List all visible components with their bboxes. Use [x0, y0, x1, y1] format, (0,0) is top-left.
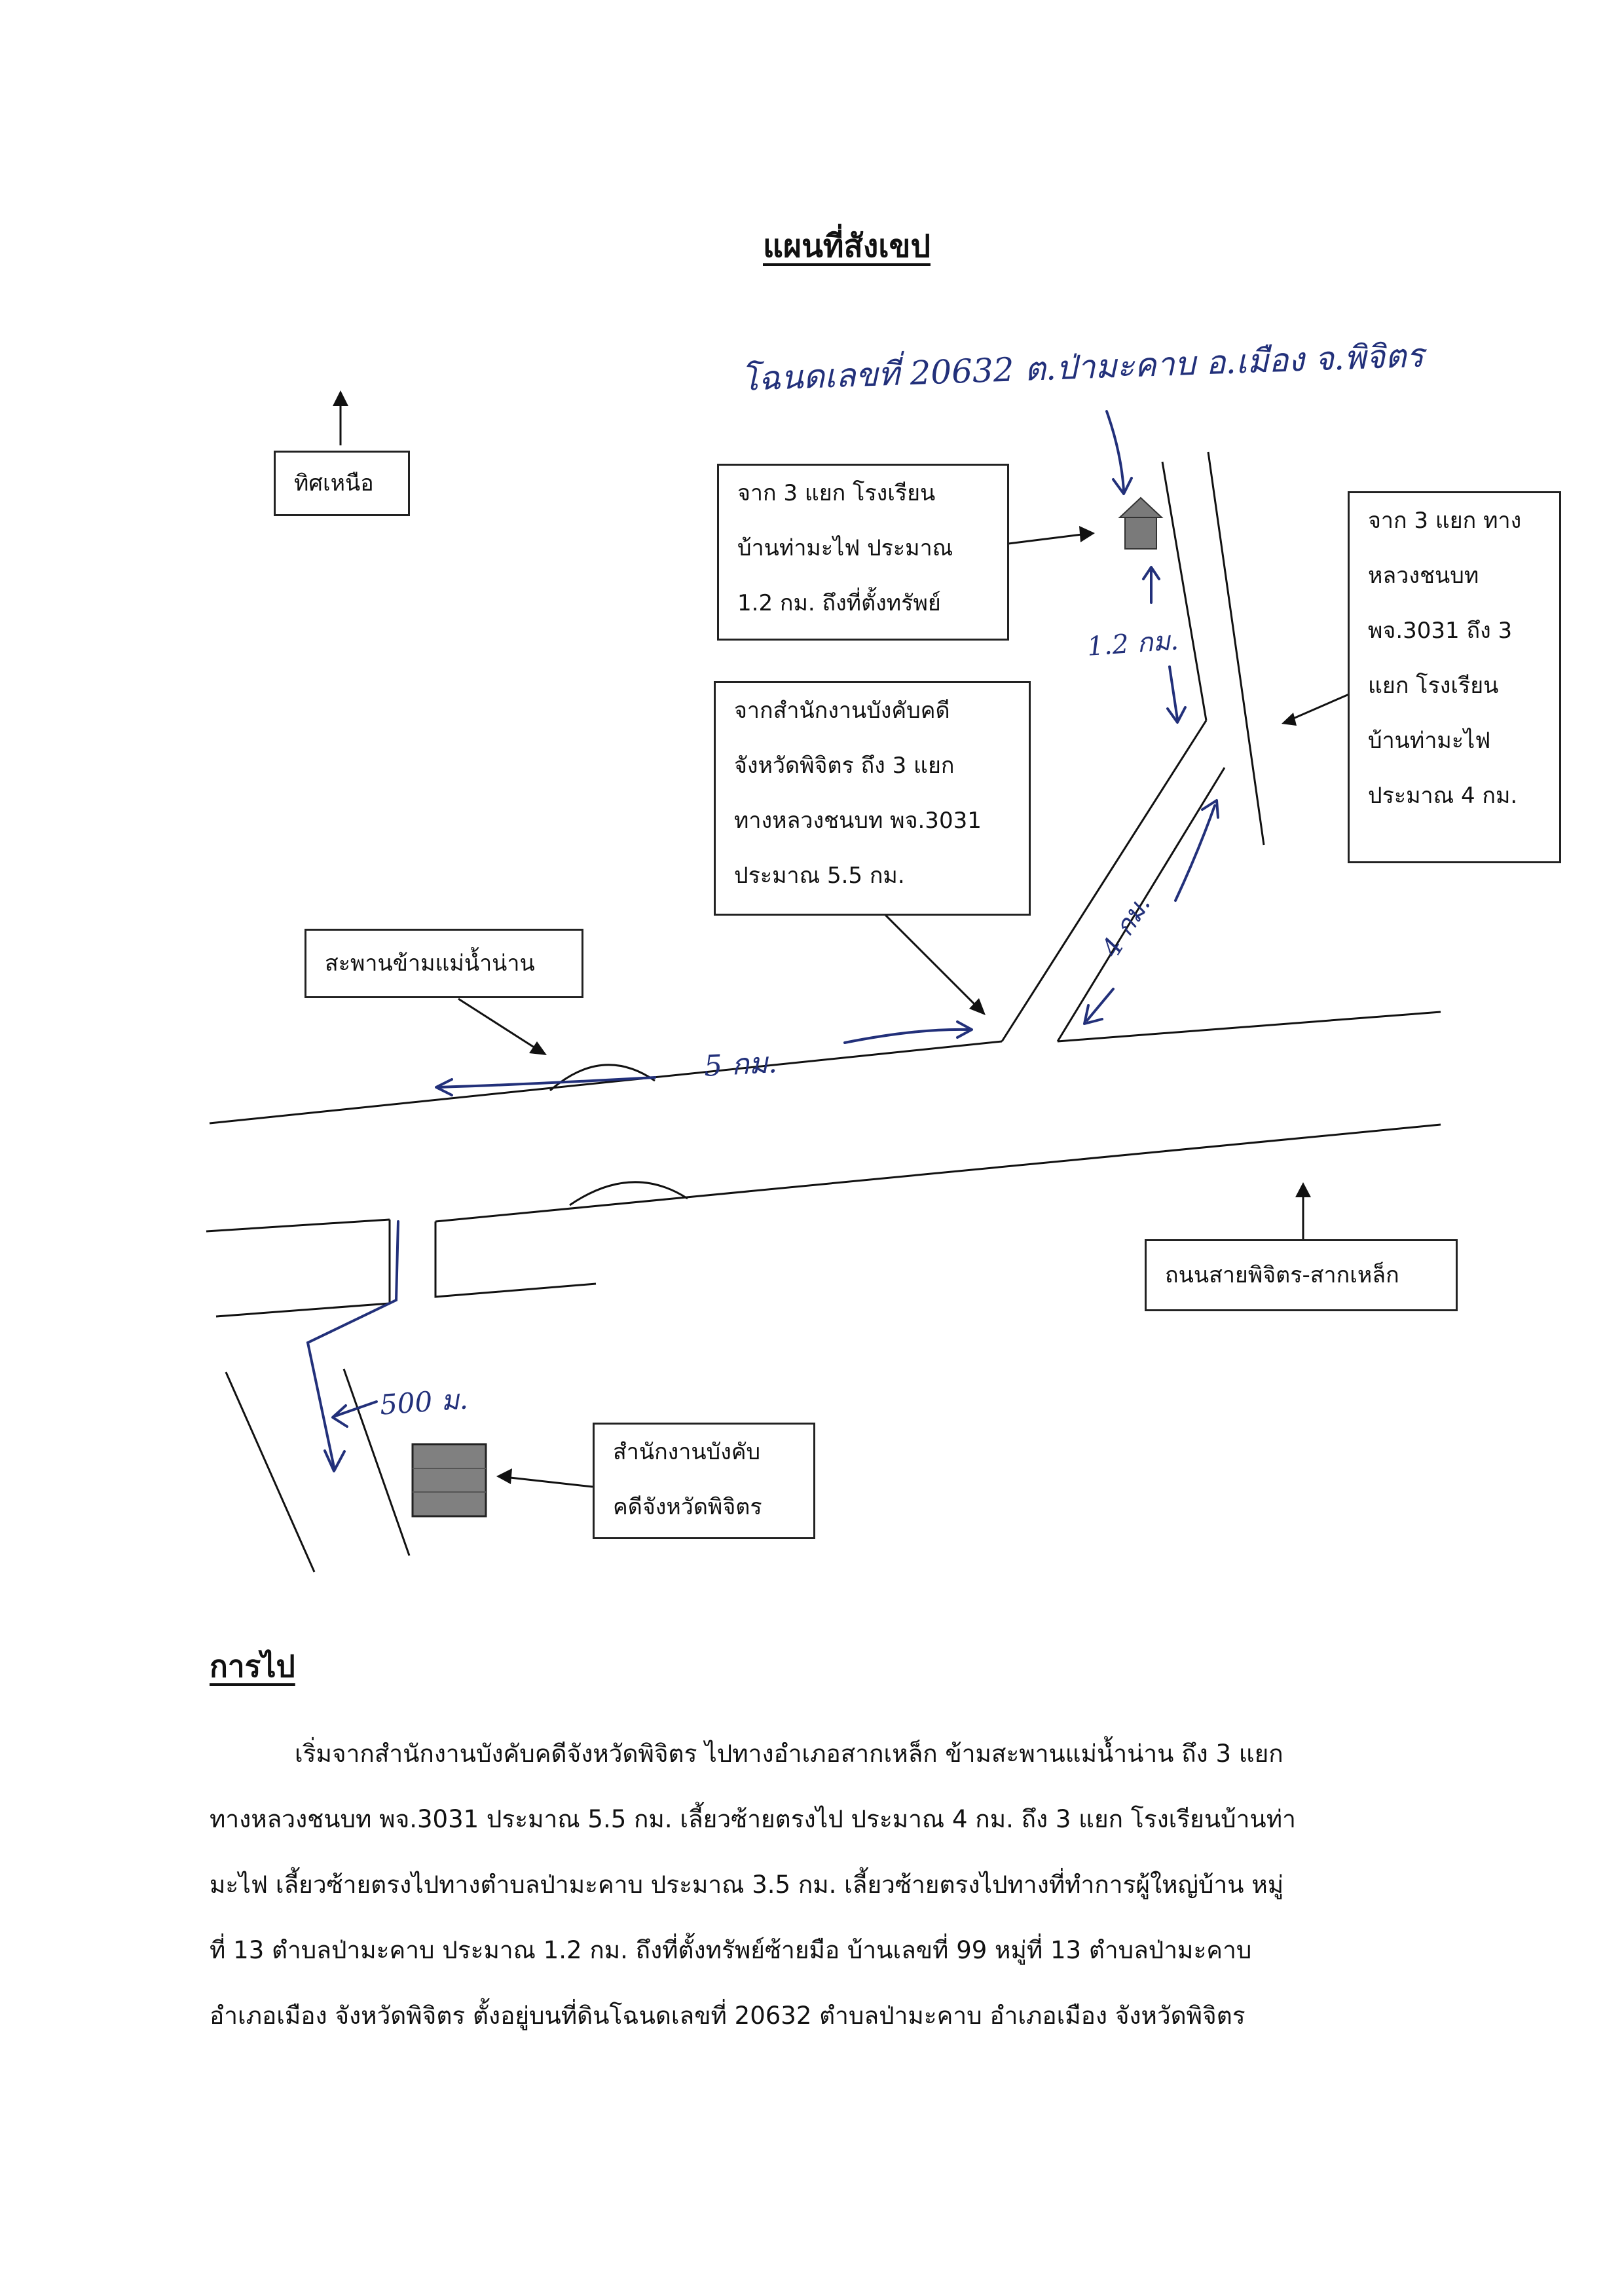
arrowhead-office [496, 1468, 512, 1484]
highway-right-edge [1056, 767, 1226, 1042]
handwritten-distance-500: 500 ม. [378, 1383, 470, 1421]
bridge-arc-top [549, 1064, 655, 1092]
arrow-box-to-junction [879, 909, 980, 1010]
arrow-box-to-office [504, 1476, 593, 1488]
arrow-box-to-house [1008, 532, 1088, 545]
office-building-marker [411, 1443, 487, 1518]
box-line: จาก 3 แยก โรงเรียน [737, 480, 936, 506]
arrowhead-highway [1282, 713, 1297, 726]
box-line: บ้านท่ามะไฟ [1368, 728, 1491, 754]
bridge-box: สะพานข้ามแม่น้ำน่าน [304, 929, 583, 998]
ink-arrow-4-up [1174, 804, 1216, 902]
arrowhead-bridge [529, 1041, 547, 1055]
office-route-box: จากสำนักงานบังคับคดี จังหวัดพิจิตร ถึง 3… [714, 681, 1031, 916]
box-line: จากสำนักงานบังคับคดี [734, 698, 950, 724]
ink-route-500 [306, 1220, 399, 1468]
side-street-left-lower [225, 1371, 316, 1573]
box-line: สำนักงานบังคับ [613, 1439, 761, 1465]
office-box: สำนักงานบังคับ คดีจังหวัดพิจิตร [593, 1423, 815, 1539]
box-line: จังหวัดพิจิตร ถึง 3 แยก [734, 753, 955, 779]
ink-arrow-5-left [437, 1076, 656, 1089]
highway-junction-line [1057, 1011, 1441, 1043]
arrowhead-road-label [1295, 1182, 1311, 1197]
box-line: แยก โรงเรียน [1368, 673, 1499, 699]
directions-line: อำเภอเมือง จังหวัดพิจิตร ตั้งอยู่บนที่ดิ… [210, 2002, 1246, 2030]
box-line: บ้านท่ามะไฟ ประมาณ [737, 535, 953, 561]
box-line: พจ.3031 ถึง 3 [1368, 618, 1513, 644]
ink-arrow-1-2-down [1168, 665, 1179, 720]
box-line: จาก 3 แยก ทาง [1368, 508, 1522, 534]
directions-heading: การไป [210, 1649, 295, 1684]
village-road-right [1207, 451, 1265, 846]
directions-line: เริ่มจากสำนักงานบังคับคดีจังหวัดพิจิตร ไ… [295, 1740, 1283, 1768]
side-street-left-upper [215, 1220, 391, 1318]
side-street-right-lower [342, 1368, 411, 1556]
directions-line: มะไฟ เลี้ยวซ้ายตรงไปทางตำบลป่ามะคาบ ประม… [210, 1871, 1284, 1899]
ink-arrow-4-down [1086, 988, 1115, 1022]
road-name-box: ถนนสายพิจิตร-สากเหล็ก [1145, 1239, 1458, 1311]
main-road-left-stub [206, 1218, 390, 1233]
arrow-box-to-bridge [458, 998, 541, 1053]
directions-paragraph: เริ่มจากสำนักงานบังคับคดีจังหวัดพิจิตร ไ… [210, 1721, 1473, 2049]
directions-line: ทางหลวงชนบท พจ.3031 ประมาณ 5.5 กม. เลี้ย… [210, 1805, 1296, 1833]
north-label-box: ทิศเหนือ [274, 451, 410, 516]
arrow-box-to-highway [1288, 693, 1350, 722]
ink-arrow-deed [1105, 410, 1125, 491]
page-title: แผนที่สังเขป [763, 228, 931, 265]
handwritten-distance-5: 5 กม. [703, 1046, 778, 1083]
box-line: 1.2 กม. ถึงที่ตั้งทรัพย์ [737, 590, 941, 616]
main-road-bottom-edge [435, 1123, 1441, 1223]
arrowhead-house [1079, 526, 1095, 542]
box-line: ประมาณ 4 กม. [1368, 783, 1518, 809]
highway-left-edge [1001, 720, 1208, 1042]
north-label: ทิศเหนือ [294, 470, 374, 496]
main-road-top-edge [209, 1040, 1003, 1125]
property-house-marker [1118, 496, 1164, 550]
bridge-label: สะพานข้ามแม่น้ำน่าน [325, 950, 535, 977]
arrowhead-junction [969, 998, 986, 1015]
ink-arrow-5-right [843, 1028, 970, 1044]
box-line: ทางหลวงชนบท พจ.3031 [734, 808, 982, 834]
village-school-box: จาก 3 แยก โรงเรียน บ้านท่ามะไฟ ประมาณ 1.… [717, 464, 1009, 641]
directions-line: ที่ 13 ตำบลป่ามะคาบ ประมาณ 1.2 กม. ถึงที… [210, 1936, 1252, 1964]
box-line: หลวงชนบท [1368, 563, 1479, 589]
box-line: ประมาณ 5.5 กม. [734, 863, 905, 889]
village-road-left [1161, 461, 1208, 721]
road-name-label: ถนนสายพิจิตร-สากเหล็ก [1165, 1262, 1399, 1288]
ink-arrow-500 [334, 1400, 378, 1417]
highway-box: จาก 3 แยก ทาง หลวงชนบท พจ.3031 ถึง 3 แยก… [1348, 491, 1561, 863]
box-line: คดีจังหวัดพิจิตร [613, 1494, 762, 1520]
bridge-arc-bottom [569, 1181, 688, 1206]
side-street-right-upper [434, 1222, 597, 1298]
handwritten-distance-1-2: 1.2 กม. [1086, 625, 1180, 662]
north-arrow-head [333, 390, 348, 406]
